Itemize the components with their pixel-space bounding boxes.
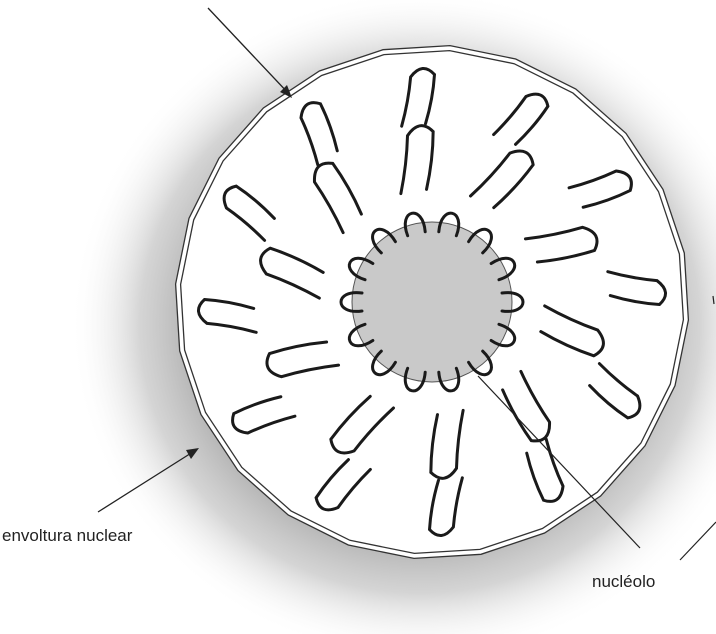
label-nucleolus: nucléolo — [592, 572, 655, 592]
label-nuclear-envelope: envoltura nuclear — [2, 526, 132, 546]
